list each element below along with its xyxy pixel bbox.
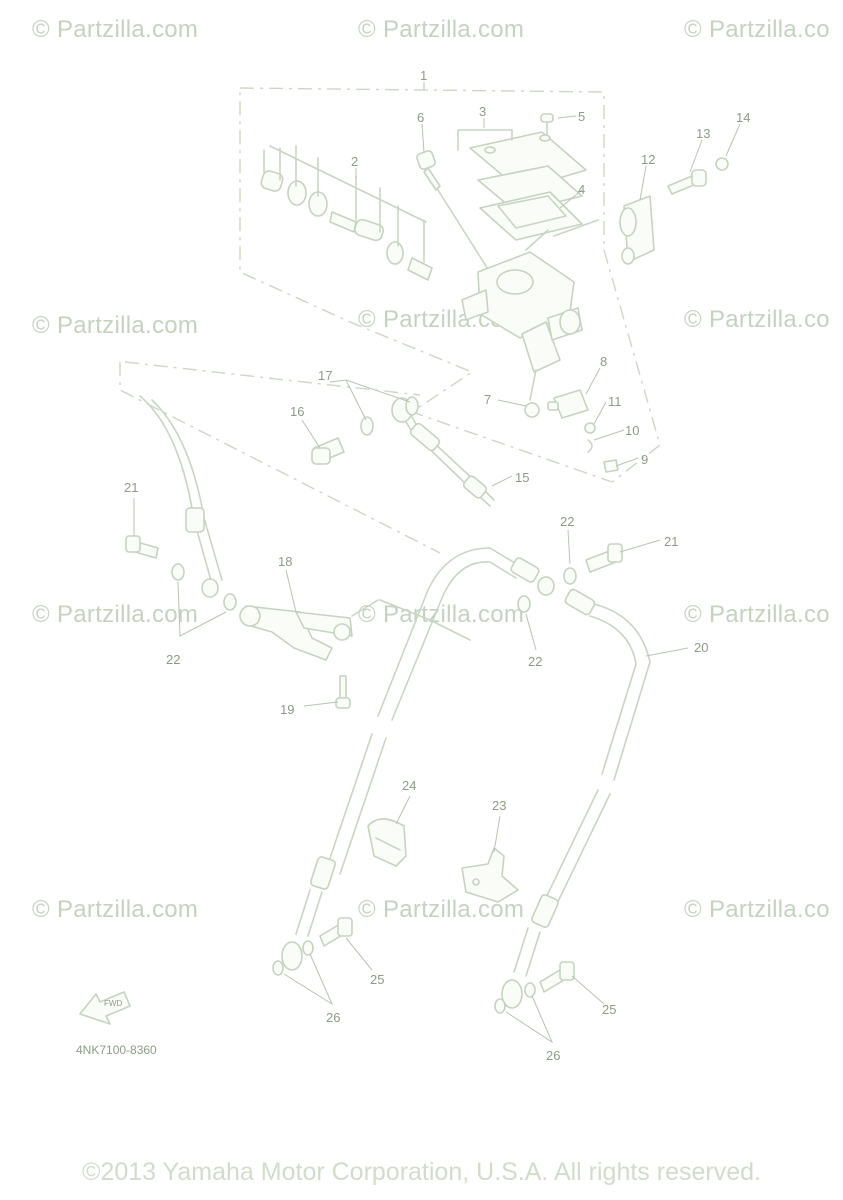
clamp-nut <box>715 157 729 171</box>
hose-reference-outline <box>119 361 441 554</box>
forward-arrow-icon: FWD <box>79 991 131 1025</box>
callout-19: 19 <box>280 702 294 717</box>
right-caliper-hose-end <box>494 894 559 1014</box>
callout-6: 6 <box>417 110 424 125</box>
callout-labels: 1 2 3 4 5 6 7 8 9 10 11 12 13 14 15 16 1… <box>124 68 750 1063</box>
hose-guide-bracket <box>461 847 519 903</box>
callout-13: 13 <box>696 126 710 141</box>
callout-11: 11 <box>608 394 622 409</box>
cap-screw <box>540 113 554 135</box>
callout-25-right: 25 <box>602 1002 616 1017</box>
callout-7: 7 <box>484 392 491 407</box>
left-caliper-hose-end <box>272 856 336 976</box>
joint-bolt <box>335 675 351 709</box>
copyright-notice: ©2013 Yamaha Motor Corporation, U.S.A. A… <box>82 1158 761 1186</box>
watermark: © Partzilla.com <box>32 896 199 923</box>
callout-22-left: 22 <box>166 652 180 667</box>
callout-22-mid: 22 <box>528 654 542 669</box>
callout-15: 15 <box>515 470 529 485</box>
brake-switch <box>524 369 619 473</box>
callout-21-right: 21 <box>664 534 678 549</box>
union-bolt-left <box>125 535 159 559</box>
master-cylinder-body <box>461 219 599 373</box>
callout-24: 24 <box>402 778 416 793</box>
callout-3: 3 <box>479 104 486 119</box>
clamp-bolt <box>667 169 707 195</box>
callout-18: 18 <box>278 554 292 569</box>
watermark: © Partzilla.com <box>32 312 199 339</box>
callout-8: 8 <box>600 354 607 369</box>
watermark: © Partzilla.com <box>32 601 199 628</box>
watermark: © Partzilla.com <box>358 16 525 43</box>
left-dashed-hose <box>139 395 223 598</box>
callout-10: 10 <box>625 423 639 438</box>
callout-16: 16 <box>290 404 304 419</box>
callout-12: 12 <box>641 152 655 167</box>
watermark: © Partzilla.co <box>684 16 830 43</box>
callout-26-right: 26 <box>546 1048 560 1063</box>
callout-25-left: 25 <box>370 972 384 987</box>
callout-14: 14 <box>736 110 750 125</box>
callout-23: 23 <box>492 798 506 813</box>
leader-lines <box>133 82 741 1044</box>
callout-21-left: 21 <box>124 480 138 495</box>
callout-4: 4 <box>578 182 585 197</box>
callout-20: 20 <box>694 640 708 655</box>
caliper-bolt-left <box>319 917 353 947</box>
watermark: © Partzilla.com <box>358 601 525 628</box>
copper-washers <box>171 563 577 613</box>
upper-brake-hose <box>311 396 495 507</box>
callout-17: 17 <box>318 368 332 383</box>
callout-2: 2 <box>351 154 358 169</box>
watermark: © Partzilla.com <box>32 16 199 43</box>
exploded-parts-drawing: FWD <box>76 68 750 1063</box>
assembly-boundary-outline <box>239 87 661 483</box>
callout-1: 1 <box>420 68 427 83</box>
hose-clip <box>367 818 407 867</box>
callout-22-upper: 22 <box>560 514 574 529</box>
main-brake-hose <box>325 547 651 915</box>
brake-hose-joint <box>239 599 471 661</box>
handlebar-clamp <box>619 195 655 265</box>
callout-9: 9 <box>641 452 648 467</box>
caliper-bolt-right <box>539 961 575 993</box>
watermark: © Partzilla.co <box>684 306 830 333</box>
union-bolt-right <box>585 543 623 573</box>
watermark: © Partzilla.co <box>684 896 830 923</box>
diagram-code: 4NK7100-8360 <box>76 1043 157 1057</box>
watermark: © Partzilla.co <box>684 601 830 628</box>
fwd-label: FWD <box>104 999 122 1008</box>
piston-kit <box>260 145 433 281</box>
callout-26-left: 26 <box>326 1010 340 1025</box>
reservoir-cap <box>457 129 587 241</box>
callout-5: 5 <box>578 109 585 124</box>
